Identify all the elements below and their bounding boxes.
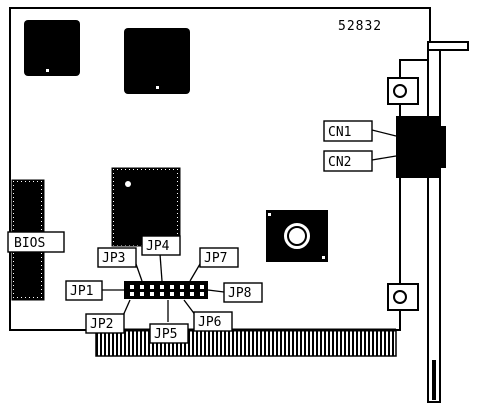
mounting-bracket xyxy=(427,41,469,403)
label-jp1: JP1 xyxy=(65,280,103,301)
chip-small xyxy=(24,20,80,76)
label-bios: BIOS xyxy=(7,231,65,253)
svg-text:JP2: JP2 xyxy=(90,317,113,332)
part-number: 52832 xyxy=(338,19,382,34)
label-jp4: JP4 xyxy=(141,235,181,256)
round-component xyxy=(266,210,328,262)
svg-text:JP1: JP1 xyxy=(70,284,93,299)
label-jp7: JP7 xyxy=(199,247,239,268)
svg-text:BIOS: BIOS xyxy=(14,236,45,251)
chip-plcc xyxy=(111,167,181,247)
label-cn2: CN2 xyxy=(323,150,373,172)
top-screw xyxy=(387,77,419,105)
bottom-screw xyxy=(387,283,419,311)
svg-text:JP8: JP8 xyxy=(228,286,251,301)
svg-text:JP5: JP5 xyxy=(154,327,177,342)
svg-text:JP7: JP7 xyxy=(204,251,227,266)
label-jp8: JP8 xyxy=(223,282,263,303)
jumper-block xyxy=(124,281,208,299)
svg-text:CN1: CN1 xyxy=(328,125,351,140)
label-jp3: JP3 xyxy=(97,247,137,268)
label-jp5: JP5 xyxy=(149,323,189,344)
svg-text:JP3: JP3 xyxy=(102,251,125,266)
edge-connector xyxy=(95,329,397,357)
leader-lines xyxy=(102,129,397,322)
svg-text:CN2: CN2 xyxy=(328,155,351,170)
label-jp2: JP2 xyxy=(85,313,125,334)
svg-text:JP6: JP6 xyxy=(198,315,221,330)
svg-text:JP4: JP4 xyxy=(146,239,170,254)
chip-large xyxy=(124,28,190,94)
label-cn1: CN1 xyxy=(323,120,373,142)
label-jp6: JP6 xyxy=(193,311,233,332)
db-connector xyxy=(396,116,446,178)
